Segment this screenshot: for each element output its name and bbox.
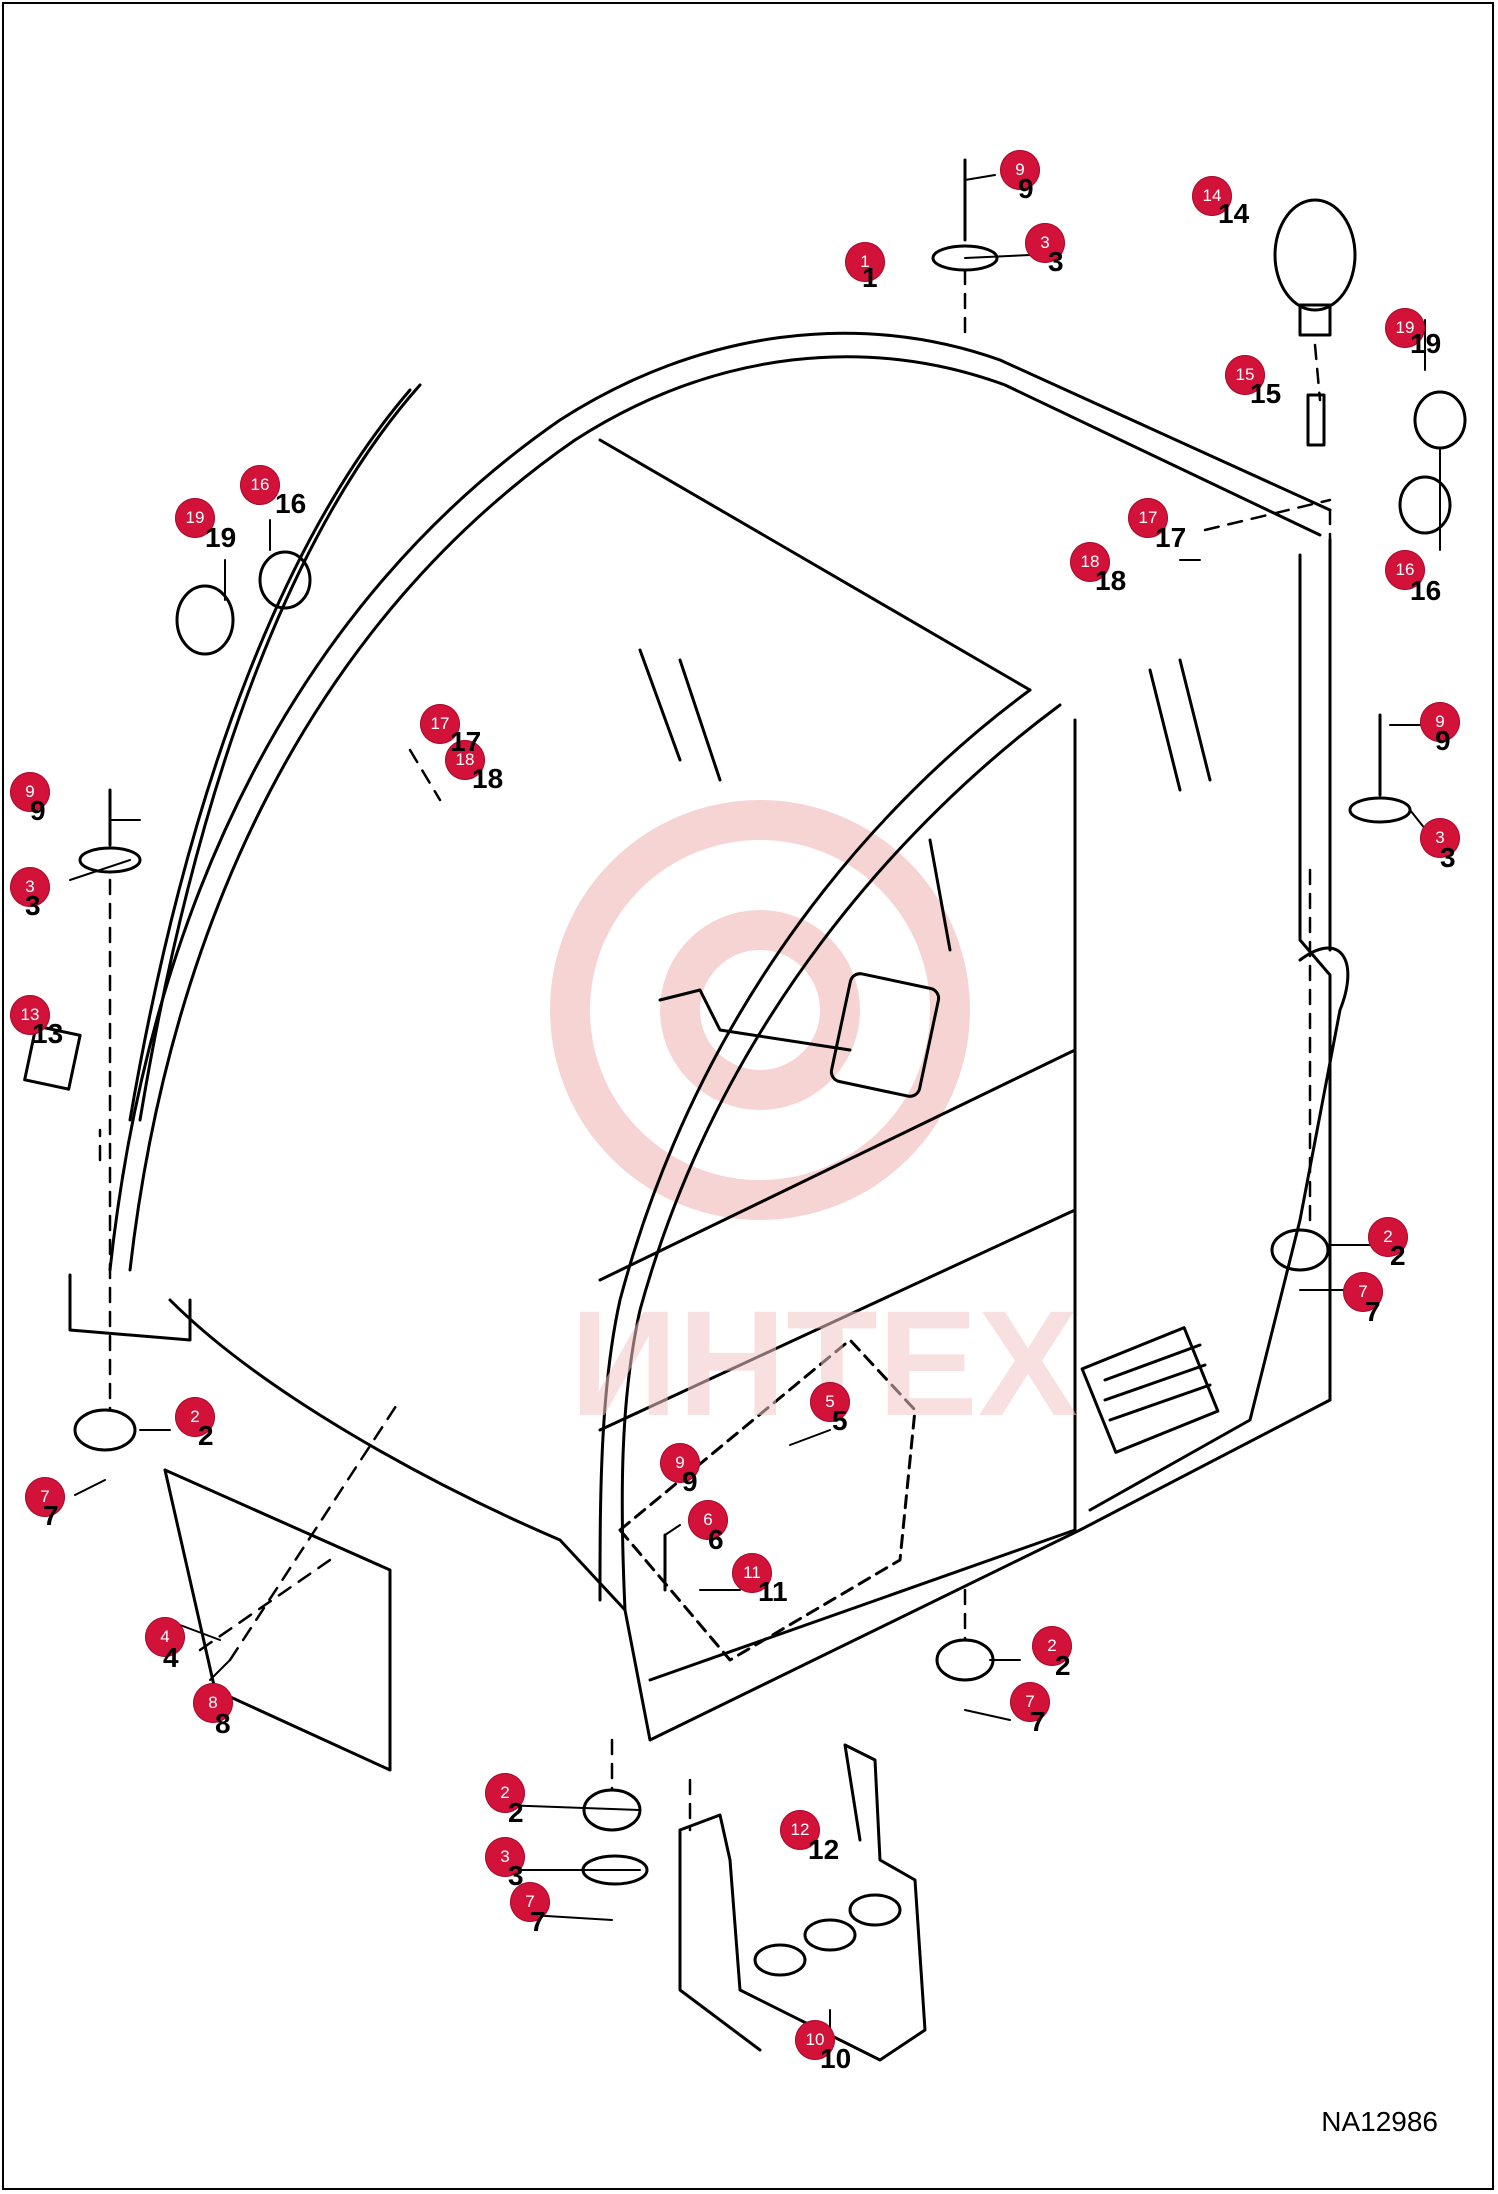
callout-7[interactable]: 7 xyxy=(25,1477,65,1517)
part-number-3: 3 xyxy=(25,890,41,921)
callout-9[interactable]: 9 xyxy=(1000,150,1040,190)
beacon-mount xyxy=(1306,393,1326,447)
part-number-8: 8 xyxy=(215,1708,231,1739)
callout-3[interactable]: 3 xyxy=(485,1837,525,1877)
cab-front-pillar xyxy=(598,688,1032,1602)
part-number-16: 16 xyxy=(275,488,307,519)
part-number-3: 3 xyxy=(508,1860,524,1891)
part-number-19: 19 xyxy=(1410,328,1442,359)
callout-17[interactable]: 17 xyxy=(1128,498,1168,538)
part-number-7: 7 xyxy=(1030,1706,1046,1737)
callout-9[interactable]: 9 xyxy=(10,772,50,812)
floor-plate xyxy=(618,1338,917,1662)
callout-9[interactable]: 9 xyxy=(1420,702,1460,742)
callout-16[interactable]: 16 xyxy=(1385,550,1425,590)
drawing-number: NA12986 xyxy=(1321,2106,1438,2137)
mirror xyxy=(829,972,941,1098)
cab-rear-pillar xyxy=(1298,553,1332,1402)
callout-2[interactable]: 2 xyxy=(485,1773,525,1813)
watermark-gear xyxy=(550,800,970,1220)
callout-12[interactable]: 12 xyxy=(780,1810,820,1850)
part-number-1: 1 xyxy=(862,262,878,293)
callout-18[interactable]: 18 xyxy=(445,740,485,780)
callout-17[interactable]: 17 xyxy=(420,704,460,744)
work-light-right xyxy=(1413,390,1467,450)
cab-door xyxy=(648,718,1077,1682)
callout-6[interactable]: 6 xyxy=(688,1500,728,1540)
part-number-2: 2 xyxy=(508,1797,524,1828)
part-number-19: 19 xyxy=(205,522,237,553)
part-number-4: 4 xyxy=(163,1642,179,1673)
part-number-3: 3 xyxy=(1048,246,1064,277)
cab-roof xyxy=(108,331,1332,1272)
callout-5[interactable]: 5 xyxy=(810,1382,850,1422)
work-light-left xyxy=(175,584,235,656)
cab-base xyxy=(168,1298,1332,1742)
part-number-14: 14 xyxy=(1218,198,1250,229)
part-number-16: 16 xyxy=(1410,575,1442,606)
callout-3[interactable]: 3 xyxy=(1025,223,1065,263)
part-number-9: 9 xyxy=(682,1466,698,1497)
part-number-17: 17 xyxy=(1155,522,1187,553)
isolator-front-left xyxy=(73,1408,137,1452)
callout-4[interactable]: 4 xyxy=(145,1617,185,1657)
callout-7[interactable]: 7 xyxy=(510,1882,550,1922)
part-number-9: 9 xyxy=(30,795,46,826)
wiper-arm xyxy=(128,383,422,1122)
step-bracket xyxy=(678,1743,927,2062)
callout-3[interactable]: 3 xyxy=(10,867,50,907)
callout-11[interactable]: 11 xyxy=(732,1553,772,1593)
rear-panel xyxy=(1088,946,1350,1512)
part-number-2: 2 xyxy=(1055,1650,1071,1681)
callout-9[interactable]: 9 xyxy=(660,1443,700,1483)
callout-18[interactable]: 18 xyxy=(1070,542,1110,582)
part-number-3: 3 xyxy=(1440,842,1456,873)
callout-15[interactable]: 15 xyxy=(1225,355,1265,395)
part-number-13: 13 xyxy=(32,1018,64,1049)
part-number-7: 7 xyxy=(530,1906,546,1937)
callout-16[interactable]: 16 xyxy=(240,465,280,505)
callout-3[interactable]: 3 xyxy=(1420,818,1460,858)
cab-vent xyxy=(1080,1326,1220,1454)
callout-7[interactable]: 7 xyxy=(1010,1682,1050,1722)
callout-13[interactable]: 13 xyxy=(10,995,50,1035)
callout-2[interactable]: 2 xyxy=(1368,1217,1408,1257)
callout-19[interactable]: 19 xyxy=(1385,308,1425,348)
callout-1[interactable]: 1 xyxy=(845,242,885,282)
decal xyxy=(23,1024,82,1091)
part-number-17: 17 xyxy=(450,726,482,757)
part-number-9: 9 xyxy=(1018,173,1034,204)
part-number-15: 15 xyxy=(1250,378,1282,409)
callout-10[interactable]: 10 xyxy=(795,2020,835,2060)
part-number-7: 7 xyxy=(1365,1296,1381,1327)
part-number-18: 18 xyxy=(472,763,504,794)
part-number-7: 7 xyxy=(43,1500,59,1531)
callout-19[interactable]: 19 xyxy=(175,498,215,538)
part-number-2: 2 xyxy=(198,1420,214,1451)
beacon-light xyxy=(1273,198,1357,312)
part-number-6: 6 xyxy=(708,1524,724,1555)
callout-7[interactable]: 7 xyxy=(1343,1272,1383,1312)
mirror-arm xyxy=(658,988,852,1052)
part-number-10: 10 xyxy=(820,2043,852,2074)
part-number-9: 9 xyxy=(1435,725,1451,756)
part-number-11: 11 xyxy=(758,1576,788,1607)
part-number-2: 2 xyxy=(1390,1240,1406,1271)
callout-8[interactable]: 8 xyxy=(193,1683,233,1723)
callout-2[interactable]: 2 xyxy=(175,1397,215,1437)
shield-plate xyxy=(163,1468,392,1772)
part-number-18: 18 xyxy=(1095,565,1127,596)
part-number-5: 5 xyxy=(832,1405,848,1436)
part-number-12: 12 xyxy=(808,1834,840,1865)
callout-2[interactable]: 2 xyxy=(1032,1626,1072,1666)
callout-14[interactable]: 14 xyxy=(1192,176,1232,216)
watermark-text: ИНТЕХ xyxy=(570,1279,1078,1447)
